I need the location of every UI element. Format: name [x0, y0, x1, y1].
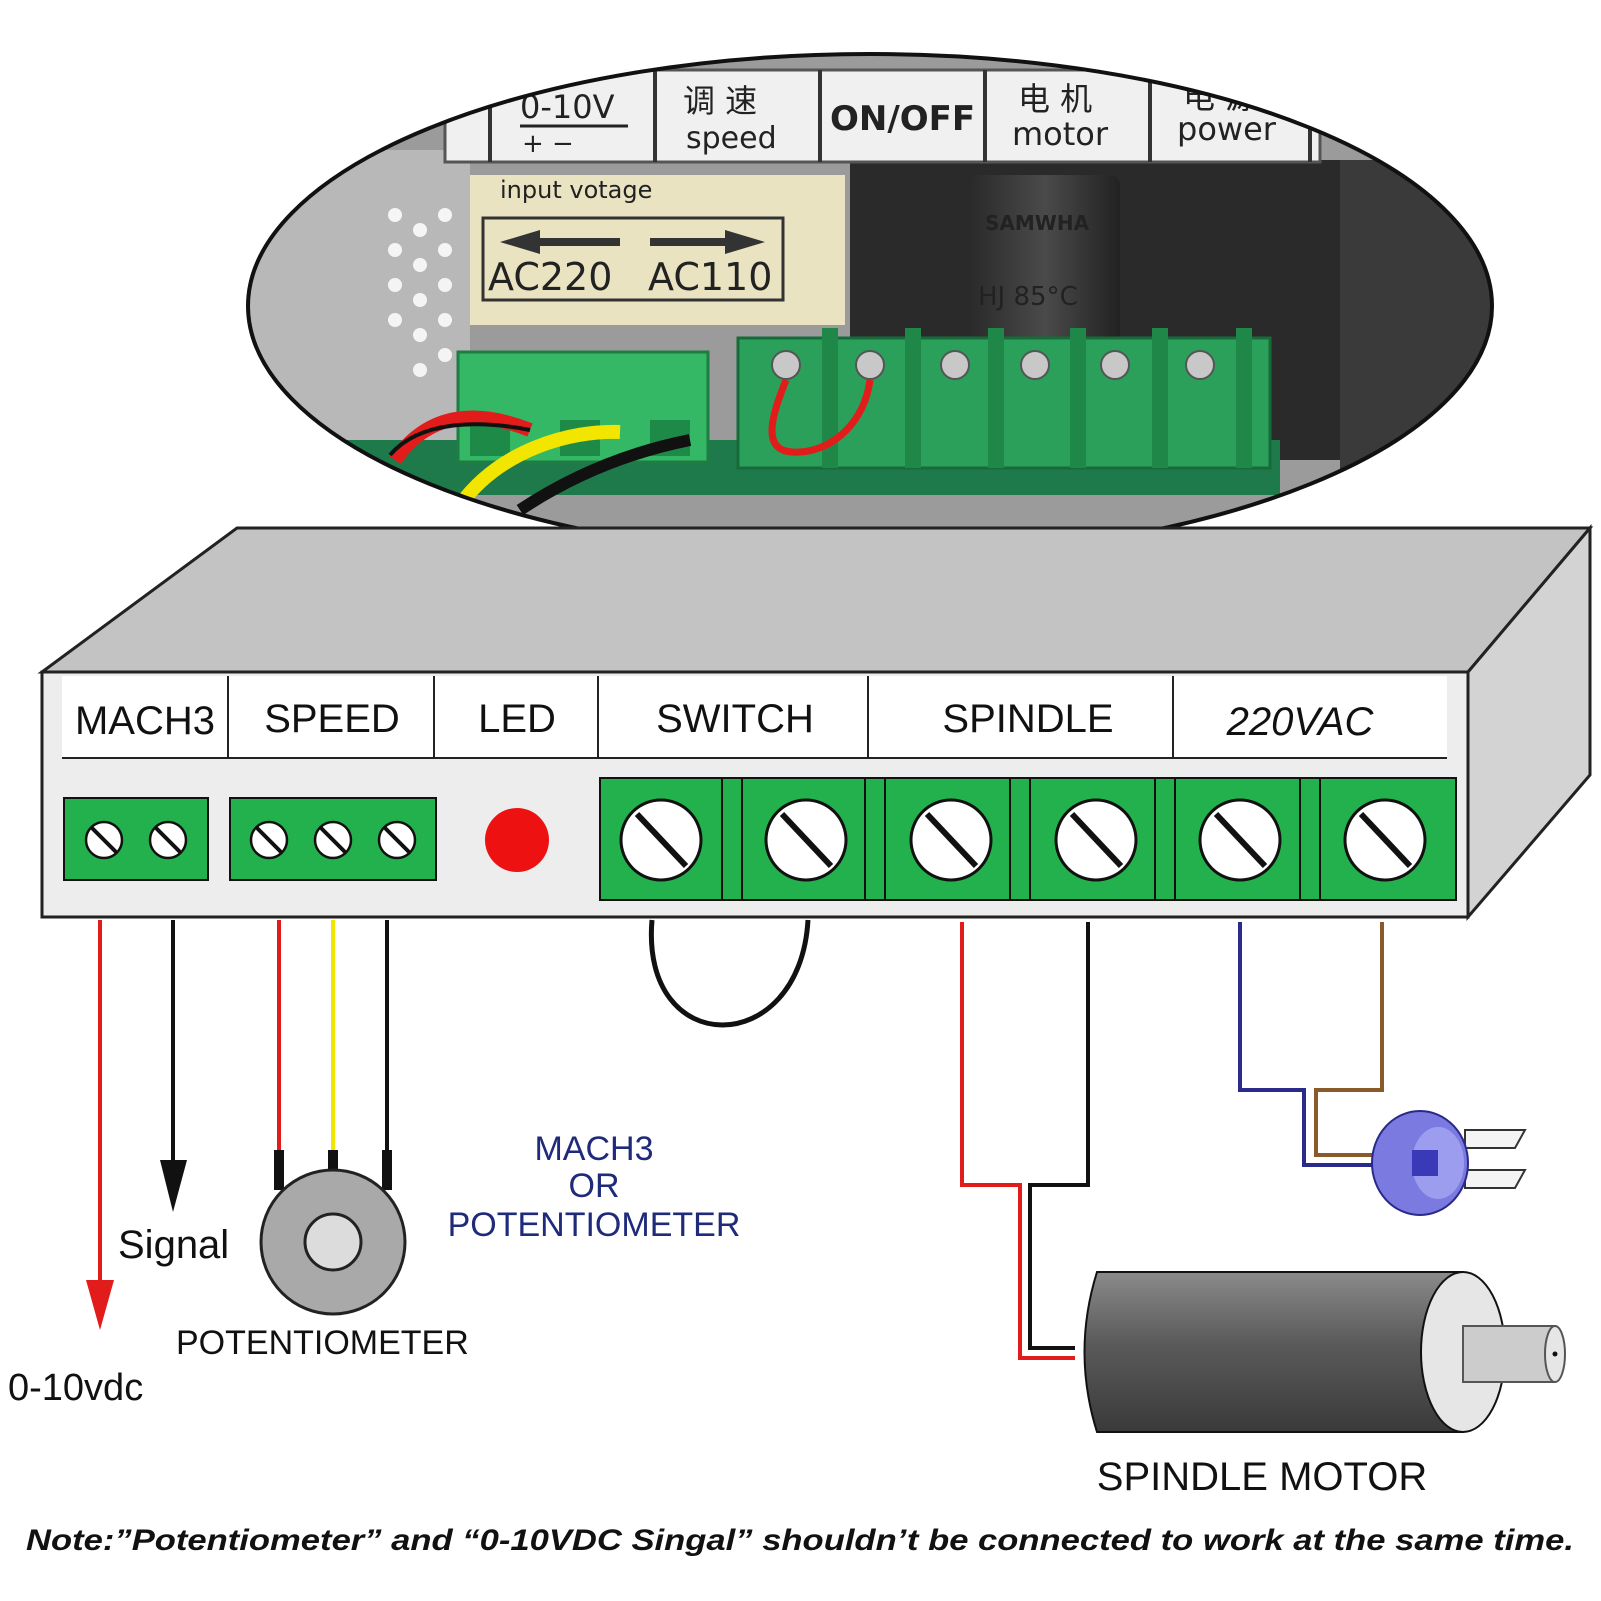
section-label-spindle: SPINDLE: [942, 697, 1113, 741]
photo-label-speed-cn: 调 速: [683, 82, 757, 120]
screw-icon: [377, 820, 417, 860]
screw-icon: [1054, 798, 1138, 882]
section-label-mach3: MACH3: [75, 699, 215, 743]
capacitor-brand: SAMWHA: [985, 211, 1090, 235]
ac-wire-brown: [1314, 922, 1390, 1157]
signal-wire: [160, 920, 187, 1212]
section-label-speed: SPEED: [264, 697, 400, 741]
screw-icon: [764, 798, 848, 882]
speed-terminal-block: [229, 797, 437, 881]
arrow-down-icon: [86, 1280, 114, 1330]
potentiometer-icon: [259, 1150, 407, 1316]
mach3-or-pot-line1: MACH3: [534, 1130, 653, 1168]
wiring-note: Note:”Potentiometer” and “0-10VDC Singal…: [26, 1524, 1574, 1557]
photo-label-onoff: ON/OFF: [830, 99, 975, 139]
arrow-down-icon: [160, 1160, 187, 1212]
screw-icon: [619, 798, 703, 882]
box-top: [37, 526, 1594, 674]
spindle-motor-label: SPINDLE MOTOR: [1097, 1455, 1427, 1499]
section-label-led: LED: [478, 697, 556, 741]
arrow-left-icon: [500, 230, 620, 254]
screw-icon: [1343, 798, 1427, 882]
screw-icon: [313, 820, 353, 860]
photo-label-power: power: [1177, 110, 1277, 148]
mach3-terminal-block: [63, 797, 209, 881]
analog-input-wire: [86, 920, 114, 1330]
screw-icon: [148, 820, 188, 860]
section-label-220vac: 220VAC: [1226, 700, 1375, 744]
spindle-wire-red: [960, 922, 1075, 1360]
signal-label: Signal: [118, 1223, 229, 1267]
spindle-motor-icon: [1083, 1271, 1566, 1433]
mach3-or-pot-line3: POTENTIOMETER: [448, 1206, 741, 1244]
screw-icon: [249, 820, 289, 860]
power-terminal-block: [599, 777, 1457, 901]
input-voltage-label: input votage: [500, 176, 652, 204]
photo-label-polarity: + −: [522, 129, 574, 159]
arrow-right-icon: [650, 230, 765, 254]
analog-vdc-label: 0-10vdc: [8, 1367, 143, 1409]
spindle-wire-black: [1028, 922, 1090, 1350]
controller-photo-inset: SAMWHA HJ 85°C input votage AC220 AC110: [246, 52, 1494, 560]
voltage-ac220: AC220: [488, 255, 612, 299]
switch-jumper-wire: [648, 919, 811, 1028]
screw-icon: [84, 820, 124, 860]
photo-label-speed: speed: [686, 121, 777, 156]
section-label-strip: MACH3 SPEED LED SWITCH SPINDLE 220VAC: [62, 676, 1447, 759]
screw-icon: [1198, 798, 1282, 882]
led-indicator-icon: [485, 808, 549, 872]
photo-label-motor: motor: [1012, 115, 1109, 153]
potentiometer-label: POTENTIOMETER: [176, 1324, 469, 1362]
voltage-ac110: AC110: [648, 255, 772, 299]
ac-wire-blue: [1238, 922, 1390, 1167]
power-plug-icon: [1371, 1110, 1527, 1216]
photo-label-motor-cn: 电 机: [1018, 80, 1092, 118]
section-label-switch: SWITCH: [656, 697, 814, 741]
mach3-or-pot-line2: OR: [569, 1167, 620, 1205]
controller-box: MACH3 SPEED LED SWITCH SPINDLE 220VAC: [37, 523, 1594, 922]
capacitor-rating: HJ 85°C: [978, 282, 1078, 312]
screw-icon: [909, 798, 993, 882]
